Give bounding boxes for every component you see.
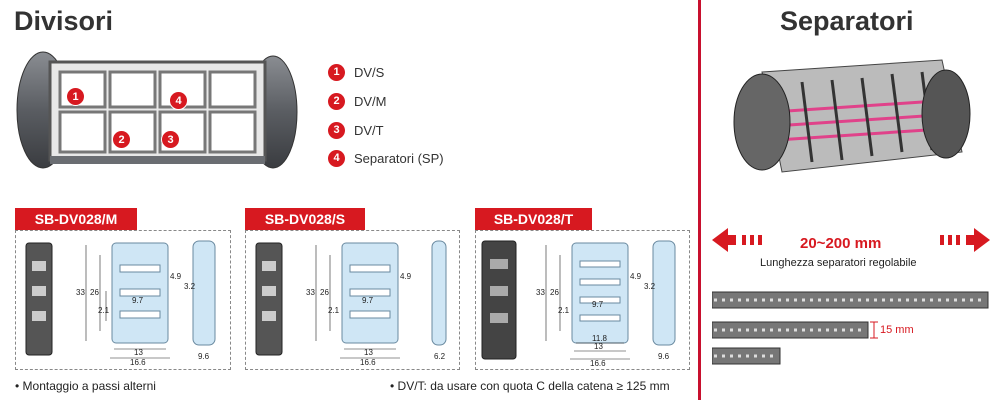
dim-13: 13 [364, 348, 373, 357]
drawing-dv028-s: 33 26 2.1 9.7 4.9 13 16.6 6.2 [255, 240, 447, 367]
separatori-title: Separatori [780, 6, 914, 36]
dim-4-9: 4.9 [630, 272, 642, 281]
number-badge-icon: 2 [328, 92, 345, 110]
panel-title-t: SB-DV028/T [475, 208, 592, 230]
dim-13: 13 [134, 348, 143, 357]
dim-16-6: 16.6 [130, 358, 146, 367]
section-divider [698, 0, 701, 400]
legend-item-3: 3 DV/T [328, 120, 384, 140]
photo-badge-4: 4 [169, 91, 188, 110]
panel-title-m: SB-DV028/M [15, 208, 137, 230]
dim-16-6: 16.6 [590, 359, 606, 368]
dim-26: 26 [90, 288, 99, 297]
separator-range: 20~200 mm [800, 235, 882, 252]
legend-label: DV/M [354, 93, 387, 109]
dim-3-2: 3.2 [644, 282, 656, 291]
chain-link-illustration [16, 51, 298, 169]
arrow-right-icon [966, 228, 990, 252]
legend-label: DV/S [354, 64, 385, 80]
legend-label: Separatori (SP) [354, 150, 444, 166]
separator-bars [712, 291, 989, 365]
divisori-title: Divisori [14, 6, 114, 36]
dim-11-8: 11.8 [592, 334, 608, 343]
dim-26: 26 [320, 288, 329, 297]
number-badge-icon: 3 [328, 121, 345, 139]
dim-33: 33 [536, 288, 545, 297]
panel-s: 33 26 2.1 9.7 4.9 13 16.6 6.2 [245, 230, 460, 370]
dim-2-1: 2.1 [328, 306, 340, 315]
dim-9-7: 9.7 [132, 296, 144, 305]
dim-16-6: 16.6 [360, 358, 376, 367]
separator-chain-illustration [733, 59, 971, 173]
drawing-dv028-m: 33 26 2.1 9.7 4.9 13 16.6 3.2 9.6 [25, 240, 216, 367]
dim-9-6: 9.6 [198, 352, 210, 361]
number-badge-icon: 1 [328, 63, 345, 81]
dim-33: 33 [76, 288, 85, 297]
note-dvt: • DV/T: da usare con quota C della caten… [390, 379, 670, 393]
note-mounting: • Montaggio a passi alterni [15, 379, 156, 393]
dim-6-2: 6.2 [434, 352, 446, 361]
dim-4-9: 4.9 [400, 272, 412, 281]
panel-t: 33 26 2.1 9.7 4.9 11.8 13 16.6 3.2 9.6 [475, 230, 690, 370]
dim-9-7: 9.7 [362, 296, 374, 305]
panel-m: 33 26 2.1 9.7 4.9 13 16.6 3.2 9.6 [15, 230, 231, 370]
dim-2-1: 2.1 [558, 306, 570, 315]
dim-33: 33 [306, 288, 315, 297]
dim-26: 26 [550, 288, 559, 297]
photo-badge-2: 2 [112, 130, 131, 149]
legend-item-4: 4 Separatori (SP) [328, 148, 444, 168]
dim-2-1: 2.1 [98, 306, 110, 315]
dim-9-7: 9.7 [592, 300, 604, 309]
range-arrows [712, 228, 990, 252]
dim-3-2: 3.2 [184, 282, 196, 291]
photo-badge-3: 3 [161, 130, 180, 149]
separator-height-label: 15 mm [880, 324, 914, 336]
drawing-dv028-t: 33 26 2.1 9.7 4.9 11.8 13 16.6 3.2 9.6 [481, 240, 676, 368]
dim-13: 13 [594, 342, 603, 351]
separator-range-caption: Lunghezza separatori regolabile [760, 257, 917, 269]
legend-label: DV/T [354, 122, 384, 138]
number-badge-icon: 4 [328, 149, 345, 167]
legend-item-1: 1 DV/S [328, 62, 384, 82]
dim-9-6: 9.6 [658, 352, 670, 361]
arrow-left-icon [712, 228, 736, 252]
dim-4-9: 4.9 [170, 272, 182, 281]
panel-title-s: SB-DV028/S [245, 208, 365, 230]
legend-item-2: 2 DV/M [328, 91, 387, 111]
photo-badge-1: 1 [66, 87, 85, 106]
